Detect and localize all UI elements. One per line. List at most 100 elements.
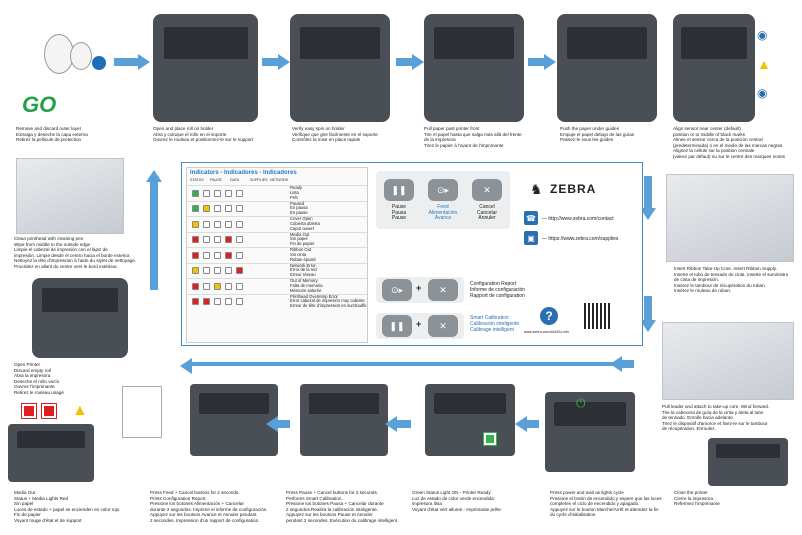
indicator-row: Media Out Sin papel Fin de papier <box>187 231 367 248</box>
zebra-head-icon: ♞ <box>530 181 543 197</box>
caption-step-3: Verify easy spin on holder Verifique que… <box>292 126 378 143</box>
supplies-led <box>225 267 232 275</box>
step-9-image <box>32 278 128 358</box>
flow-arrow-left-2 <box>515 416 539 432</box>
indicator-row: Ribbon Out Sin cinta Ruban épuisé <box>187 247 367 263</box>
supplies-led <box>225 220 232 228</box>
cancel-button-combo-2[interactable]: ✕ <box>428 315 458 337</box>
config-report-label: Configuration Report Informe de configur… <box>470 281 526 299</box>
status-led <box>192 267 199 275</box>
network-led <box>236 298 243 306</box>
status-led <box>192 298 199 306</box>
indicator-row: Out of Memory Falta de memoria Mémoire s… <box>187 278 367 294</box>
step-7-image <box>16 158 124 234</box>
step-12-image <box>190 384 278 456</box>
network-led <box>236 236 243 244</box>
qr-code-icon <box>584 303 610 329</box>
step-14-image <box>425 384 515 456</box>
step-15-image <box>545 392 635 472</box>
data-led <box>214 220 221 228</box>
flow-arrow-2 <box>262 54 290 70</box>
step-13-image <box>300 384 388 456</box>
caption-step-10: Pull leader and attach to take-up core. … <box>662 404 770 432</box>
indicator-text: Network Error Error de la red Erreur rés… <box>290 262 317 278</box>
status-led <box>192 205 199 213</box>
trash-icon <box>92 56 106 70</box>
network-led <box>236 251 243 259</box>
data-led <box>214 282 221 290</box>
caption-step-8: Insert Ribbon Take-Up Core. Insert Ribbo… <box>674 266 789 294</box>
cancel-label: Cancel Cancelar Annuler <box>476 204 497 222</box>
status-green-led-icon <box>483 432 497 446</box>
flow-arrow-left-5 <box>180 358 620 374</box>
supplies-led <box>225 251 232 259</box>
caption-step-14: Green Status Light ON - Printer Ready Lu… <box>412 490 501 512</box>
pause-led <box>203 251 210 259</box>
network-led <box>236 282 243 290</box>
network-led <box>236 267 243 275</box>
status-led <box>192 220 199 228</box>
data-led <box>214 267 221 275</box>
indicator-text: Cover Open Cubierta abierta Capot ouvert <box>290 216 320 231</box>
warning-icon-media: ▲ <box>72 402 88 419</box>
supplies-led <box>225 236 232 244</box>
feed-button-combo[interactable]: ⊙▸ <box>382 279 412 301</box>
caption-step-6: Align sensor near center (default) posit… <box>673 126 786 159</box>
caption-step-11: Media Out Status + Media Lights Red Sin … <box>14 490 120 523</box>
cancel-button[interactable]: ✕ <box>472 179 502 201</box>
control-buttons-area: ❚❚ ⊙▸ ✕ Pause Pausa Pause Feed Alimentac… <box>374 167 640 343</box>
indicators-title: Indicators - Indicadores - Indicadores <box>190 170 297 176</box>
flow-arrow-up-left <box>146 170 162 290</box>
data-led <box>214 189 221 197</box>
data-led <box>214 205 221 213</box>
status-led <box>192 251 199 259</box>
pause-led <box>203 189 210 197</box>
flow-arrow-left-4 <box>266 416 290 432</box>
step-16-image <box>708 438 788 486</box>
step-8-image <box>666 174 794 262</box>
indicator-text: Paused En pausa En pause <box>290 200 308 216</box>
step-10-image <box>662 322 794 400</box>
indicator-text: Ribbon Out Sin cinta Ruban épuisé <box>290 247 316 262</box>
indicators-table: Indicators - Indicadores - Indicadores S… <box>186 167 368 343</box>
supplies-link[interactable]: — https://www.zebra.com/supplies <box>542 236 619 242</box>
caption-step-15: Press power and wait as lights cycle Pre… <box>550 490 662 518</box>
pause-button[interactable]: ❚❚ <box>384 179 414 201</box>
pause-button-combo[interactable]: ❚❚ <box>382 315 412 337</box>
flow-arrow-left-1 <box>610 356 634 372</box>
cancel-button-combo[interactable]: ✕ <box>428 279 458 301</box>
status-led <box>192 236 199 244</box>
help-icon: ? <box>540 307 558 325</box>
feed-button[interactable]: ⊙▸ <box>428 179 458 201</box>
network-led <box>236 220 243 228</box>
caption-step-2: Open and place roll on holder Abra y col… <box>153 126 254 143</box>
caption-step-7: Clean printhead with cleaning pen Wipe f… <box>14 236 137 269</box>
flow-arrow-down-right-2 <box>640 296 656 332</box>
step-3-image <box>290 14 390 122</box>
zebra-brand: ZEBRA <box>550 182 597 196</box>
caption-step-9: Open Printer Discard empty roll Abra la … <box>14 362 64 395</box>
pause-led <box>203 282 210 290</box>
header-status: STATUS <box>190 178 204 182</box>
status-led <box>192 282 199 290</box>
media-roll <box>44 34 74 74</box>
network-led <box>236 189 243 197</box>
indicator-text: Out of Memory Falta de memoria Mémoire s… <box>290 278 323 293</box>
data-led <box>214 236 221 244</box>
indicator-text: Media Out Sin papel Fin de papier <box>290 231 315 247</box>
flow-arrow-1 <box>114 54 150 70</box>
flow-arrow-down-right <box>640 176 656 220</box>
media-out-led-icon <box>21 403 37 419</box>
help-link[interactable]: www.zebra.com/zd420c-info <box>524 330 569 334</box>
media-roll-core <box>70 42 92 70</box>
feed-label: Feed Alimentación Avance <box>428 204 458 222</box>
indicator-headers: STATUS PAUSE DATA SUPPLIES NETWORK <box>187 178 367 185</box>
contact-link[interactable]: — http://www.zebra.com/contact <box>542 216 614 222</box>
pause-led <box>203 267 210 275</box>
indicator-row: Paused En pausa En pause <box>187 200 367 217</box>
caption-step-13: Press Pause + Cancel buttons for 2 secon… <box>286 490 399 523</box>
caption-step-5: Push the paper under guides Empuje el pa… <box>560 126 635 143</box>
step-remove-wrap-image <box>40 28 110 86</box>
pause-led <box>203 236 210 244</box>
status-led <box>192 189 199 197</box>
